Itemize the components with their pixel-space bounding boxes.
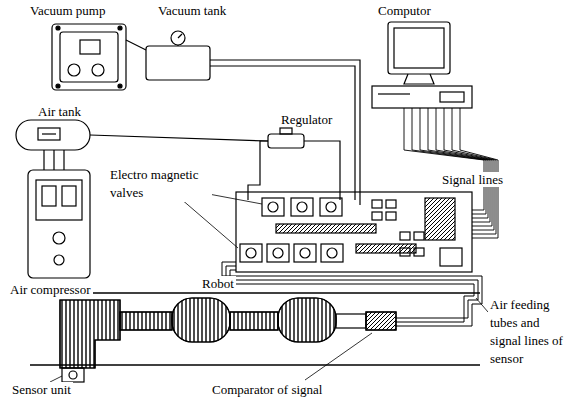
vacuum-pump <box>52 24 126 90</box>
part-label: Comparator of signal <box>210 382 324 397</box>
signal-line <box>444 108 494 230</box>
part-label: Vacuum tank <box>156 3 228 18</box>
part-label: Vacuum pump <box>28 3 107 18</box>
leader-lines <box>50 186 488 382</box>
vacuum-hose <box>126 40 146 50</box>
signal-line <box>420 108 488 218</box>
part-label: Computor <box>376 3 433 18</box>
sensor-unit <box>62 368 84 382</box>
air-tank <box>16 120 90 150</box>
signal-line <box>428 108 490 222</box>
robot <box>60 298 366 368</box>
regulator <box>90 128 304 148</box>
part-label: Air compressor <box>8 282 93 297</box>
part-label: Air tank <box>36 104 83 119</box>
part-label: Regulator <box>279 112 334 127</box>
vacuum-tank <box>146 31 210 80</box>
control-board <box>236 192 472 272</box>
part-label: Electro magnetic valves <box>108 166 212 202</box>
air-compressor <box>28 150 90 278</box>
part-label: Air feeding tubes and signal lines of se… <box>488 296 574 368</box>
signal-line <box>412 108 486 214</box>
computer <box>372 22 472 108</box>
part-label: Sensor unit <box>10 382 73 397</box>
signal-line <box>452 108 496 234</box>
air-hoses <box>210 60 360 205</box>
signal-comparator <box>366 312 396 330</box>
part-label: Signal lines <box>440 172 505 187</box>
part-label: Robot <box>200 276 236 291</box>
